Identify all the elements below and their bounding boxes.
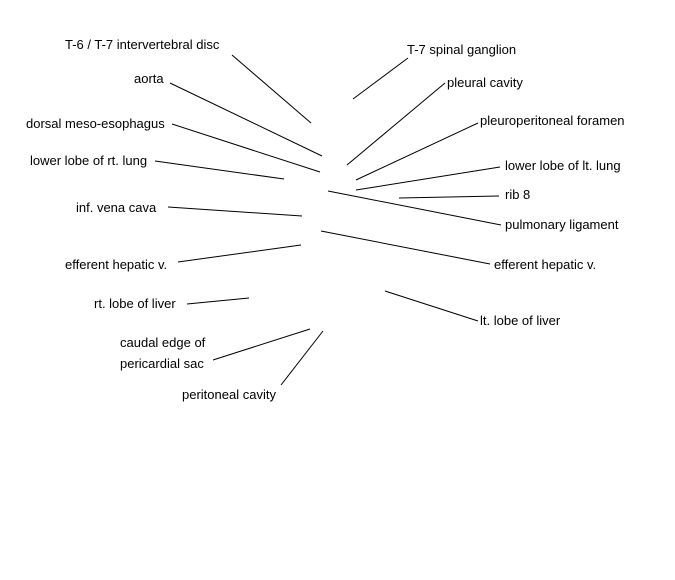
label-aorta: aorta: [134, 71, 164, 86]
label-dorsal-meso-esophagus: dorsal meso-esophagus: [26, 116, 165, 131]
label-peritoneal-cavity: peritoneal cavity: [182, 387, 276, 402]
leader-line-aorta: [169, 82, 323, 157]
leader-line-lower-lobe-lt-lung: [355, 166, 501, 191]
leader-line-inf-vena-cava: [167, 206, 303, 217]
leader-line-caudal-pericardial: [212, 328, 311, 361]
label-t7-spinal-ganglion: T-7 spinal ganglion: [407, 42, 517, 57]
label-efferent-hepatic-v-left: efferent hepatic v.: [65, 257, 168, 272]
label-lower-lobe-lt-lung: lower lobe of lt. lung: [505, 158, 621, 173]
leader-line-efferent-hepatic-v-left: [177, 244, 302, 263]
label-efferent-hepatic-v-right: efferent hepatic v.: [494, 257, 597, 272]
leader-line-rt-lobe-liver: [186, 297, 250, 305]
label-pulmonary-ligament: pulmonary ligament: [505, 217, 619, 232]
leader-line-peritoneal-cavity: [280, 330, 324, 386]
leader-line-pleural-cavity: [346, 82, 446, 166]
leader-line-lower-lobe-rt-lung: [154, 160, 285, 180]
label-rt-lobe-of-liver: rt. lobe of liver: [94, 296, 176, 311]
leader-line-pleuroperitoneal-foramen: [355, 122, 479, 181]
leader-line-dorsal-meso-esophagus: [171, 123, 321, 173]
leader-line-t6-t7-disc: [231, 54, 312, 124]
label-lower-lobe-rt-lung: lower lobe of rt. lung: [30, 153, 148, 168]
label-inf-vena-cava: inf. vena cava: [76, 200, 157, 215]
label-pleural-cavity: pleural cavity: [447, 75, 523, 90]
leader-line-efferent-hepatic-v-right: [320, 230, 491, 265]
label-lt-lobe-of-liver: lt. lobe of liver: [480, 313, 561, 328]
label-pleuroperitoneal-foramen: pleuroperitoneal foramen: [480, 113, 625, 128]
leader-line-pulmonary-ligament: [327, 190, 502, 226]
leader-line-rib-8: [398, 195, 500, 199]
label-rib-8: rib 8: [505, 187, 531, 202]
label-caudal-edge-pericardial-sac: caudal edge of pericardial sac: [120, 335, 206, 371]
leader-line-lt-lobe-liver: [384, 290, 479, 322]
leader-line-t7-ganglion: [352, 57, 409, 100]
label-t6-t7-disc: T-6 / T-7 intervertebral disc: [65, 37, 220, 52]
